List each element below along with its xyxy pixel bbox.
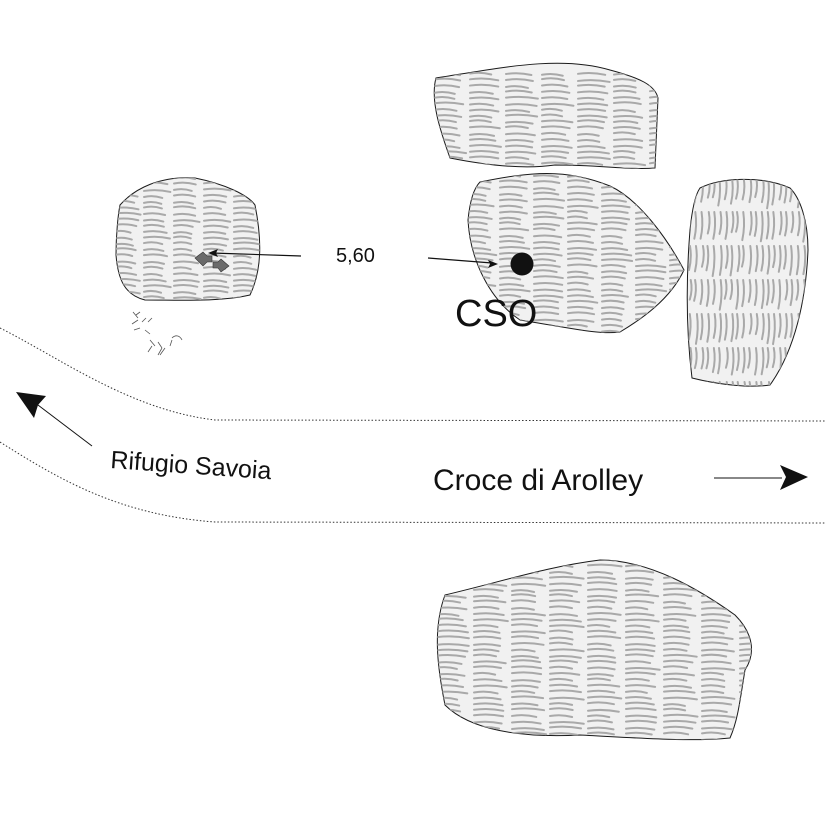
direction-arrow-right	[714, 465, 808, 490]
trail-edge-upper	[0, 327, 826, 422]
trail-label-left: Rifugio Savoia	[110, 446, 273, 485]
double-arrow-icon	[194, 251, 230, 273]
trail-edge-lower	[0, 441, 826, 524]
station-label: CSO	[455, 293, 537, 335]
boulder-top	[433, 62, 659, 169]
boulder-reference	[115, 177, 261, 301]
grass-tuft-icon	[131, 311, 183, 356]
distance-line	[208, 249, 498, 268]
trail	[0, 327, 826, 524]
trail-label-right: Croce di Arolley	[433, 464, 643, 497]
boulder-bottom	[436, 559, 753, 741]
station-marker	[510, 252, 534, 276]
boulder-right	[686, 178, 809, 387]
distance-label: 5,60	[336, 245, 375, 267]
direction-arrow-left	[16, 392, 93, 447]
